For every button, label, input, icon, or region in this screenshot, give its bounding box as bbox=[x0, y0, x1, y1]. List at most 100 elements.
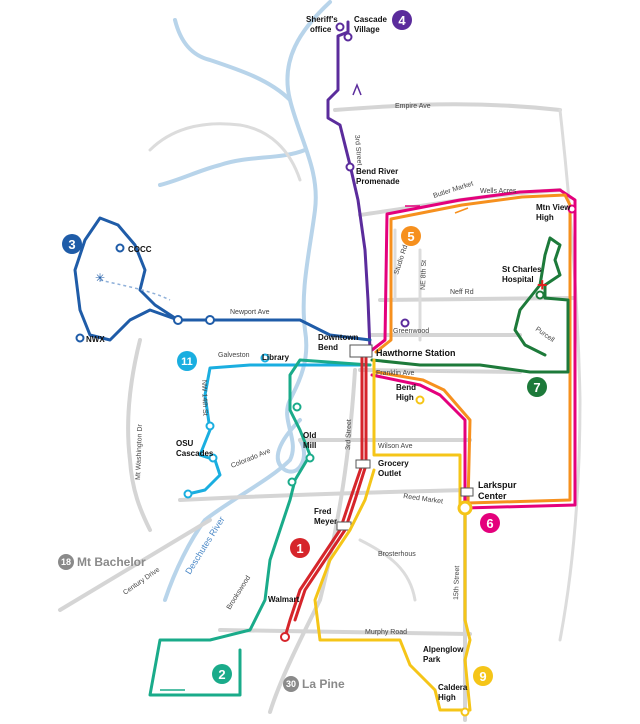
brookswood-label: Brookswood bbox=[226, 575, 252, 611]
franklin-ave-line bbox=[358, 368, 522, 374]
franklin-ave-label: Franklin Ave bbox=[376, 370, 414, 377]
rivers bbox=[158, 0, 332, 602]
route-7-badge-number: 7 bbox=[533, 380, 540, 395]
highway-18-label: Mt Bachelor bbox=[77, 555, 146, 569]
nwx-stop bbox=[75, 333, 85, 343]
osu-cascades-stop bbox=[208, 453, 218, 463]
hawthorne-station-hub bbox=[349, 204, 577, 358]
walmart-label: Walmart bbox=[268, 595, 300, 604]
wells-acres-label: Wells Acres bbox=[480, 188, 517, 195]
route-2-badge[interactable]: 2 bbox=[212, 664, 232, 684]
hawthorne-station-label: Hawthorne Station bbox=[376, 348, 456, 358]
highway-30-label: La Pine bbox=[302, 677, 345, 691]
mt-washington-label: Mt Washington Dr bbox=[135, 423, 144, 480]
colorado-ave-label: Colorado Ave bbox=[230, 448, 272, 470]
galveston-label: Galveston bbox=[218, 352, 250, 359]
highway-18-number: 18 bbox=[61, 557, 71, 567]
route-5-direction-arrow bbox=[454, 207, 469, 214]
route-4-badge[interactable]: 4 bbox=[392, 10, 412, 30]
route-4-line bbox=[326, 20, 372, 352]
reed-market-line bbox=[178, 488, 472, 502]
st-charles-stop bbox=[535, 290, 545, 300]
highway-30-number: 30 bbox=[286, 679, 296, 689]
route-5-badge[interactable]: 5 bbox=[401, 226, 421, 246]
route-6-line bbox=[370, 188, 577, 510]
route-7-line bbox=[370, 236, 570, 374]
route-1-badge[interactable]: 1 bbox=[290, 538, 310, 558]
route-9-badge[interactable]: 9 bbox=[473, 666, 493, 686]
route-7: + bbox=[370, 236, 570, 374]
route-3-badge-number: 3 bbox=[68, 237, 75, 252]
route-2 bbox=[148, 358, 372, 697]
route-5-badge-number: 5 bbox=[407, 229, 414, 244]
route-7-badge[interactable]: 7 bbox=[527, 377, 547, 397]
fred-meyer-stop bbox=[336, 521, 352, 531]
route-2-badge-number: 2 bbox=[218, 667, 225, 682]
route-3-dashed-path bbox=[99, 279, 171, 301]
route-4-direction-arrow bbox=[352, 82, 362, 96]
empire-ave-line bbox=[333, 102, 562, 112]
newport-stop-2 bbox=[205, 315, 215, 325]
bend-high-stop bbox=[415, 395, 425, 405]
route-11-badge-number: 11 bbox=[181, 356, 193, 368]
ne-8th-st-label: NE 8th St bbox=[420, 260, 428, 290]
mt-washington-line bbox=[126, 338, 152, 532]
larkspur-center-stop bbox=[457, 500, 473, 516]
fifteenth-street-label: 15th Street bbox=[453, 566, 461, 601]
cocc-label: COCC bbox=[128, 245, 152, 254]
third-street-south-label: 3rd Street bbox=[345, 419, 353, 450]
highway-markers: 18 Mt Bachelor 30 La Pine bbox=[58, 554, 345, 692]
greenwood-stop bbox=[400, 318, 410, 328]
route-1-badge-number: 1 bbox=[296, 541, 303, 556]
brosterhous-line bbox=[358, 538, 417, 602]
third-street-south-line bbox=[268, 368, 357, 714]
brookswood-stop bbox=[287, 477, 297, 487]
library-label: Library bbox=[262, 353, 290, 362]
streets bbox=[58, 102, 582, 722]
route-3-badge[interactable]: 3 bbox=[62, 234, 82, 254]
highway-30-shield bbox=[283, 676, 299, 692]
library-stop bbox=[260, 353, 270, 363]
newport-ave-label: Newport Ave bbox=[230, 309, 270, 316]
deschutes-river bbox=[163, 0, 332, 602]
route-6-badge[interactable]: 6 bbox=[480, 513, 500, 533]
reed-market-label: Reed Market bbox=[403, 493, 444, 506]
third-street-north-label: 3rd Street bbox=[353, 135, 363, 166]
highway-30-marker: 30 La Pine bbox=[283, 676, 345, 692]
route-4 bbox=[326, 20, 372, 352]
brosterhous-label: Brosterhous bbox=[378, 551, 416, 558]
mtn-view-high-stop bbox=[567, 204, 577, 214]
highway-18-marker: 18 Mt Bachelor bbox=[58, 554, 146, 570]
larkspur-station-box bbox=[460, 487, 474, 497]
route-11-badge[interactable]: 11 bbox=[177, 351, 197, 371]
grocery-outlet-stop bbox=[355, 459, 371, 469]
west-outer-road bbox=[148, 122, 302, 182]
greenwood-label: Greenwood bbox=[393, 328, 429, 335]
route-badges: 1 2 3 4 5 6 7 9 bbox=[62, 10, 547, 686]
butler-market-label: Butler Market bbox=[432, 180, 474, 200]
route-1 bbox=[280, 353, 371, 642]
route-3-line bbox=[73, 216, 372, 342]
newport-stop-1 bbox=[173, 315, 183, 325]
wilson-ave-label: Wilson Ave bbox=[378, 443, 413, 450]
snowflake-icon: ✳ bbox=[95, 271, 105, 285]
nw-14th-stop bbox=[205, 421, 215, 431]
river-tributary-north bbox=[173, 18, 292, 102]
east-outer-road bbox=[558, 108, 582, 642]
cocc-stop bbox=[115, 243, 125, 253]
caldera-high-stop bbox=[460, 707, 470, 717]
empire-ave-label: Empire Ave bbox=[395, 103, 431, 110]
